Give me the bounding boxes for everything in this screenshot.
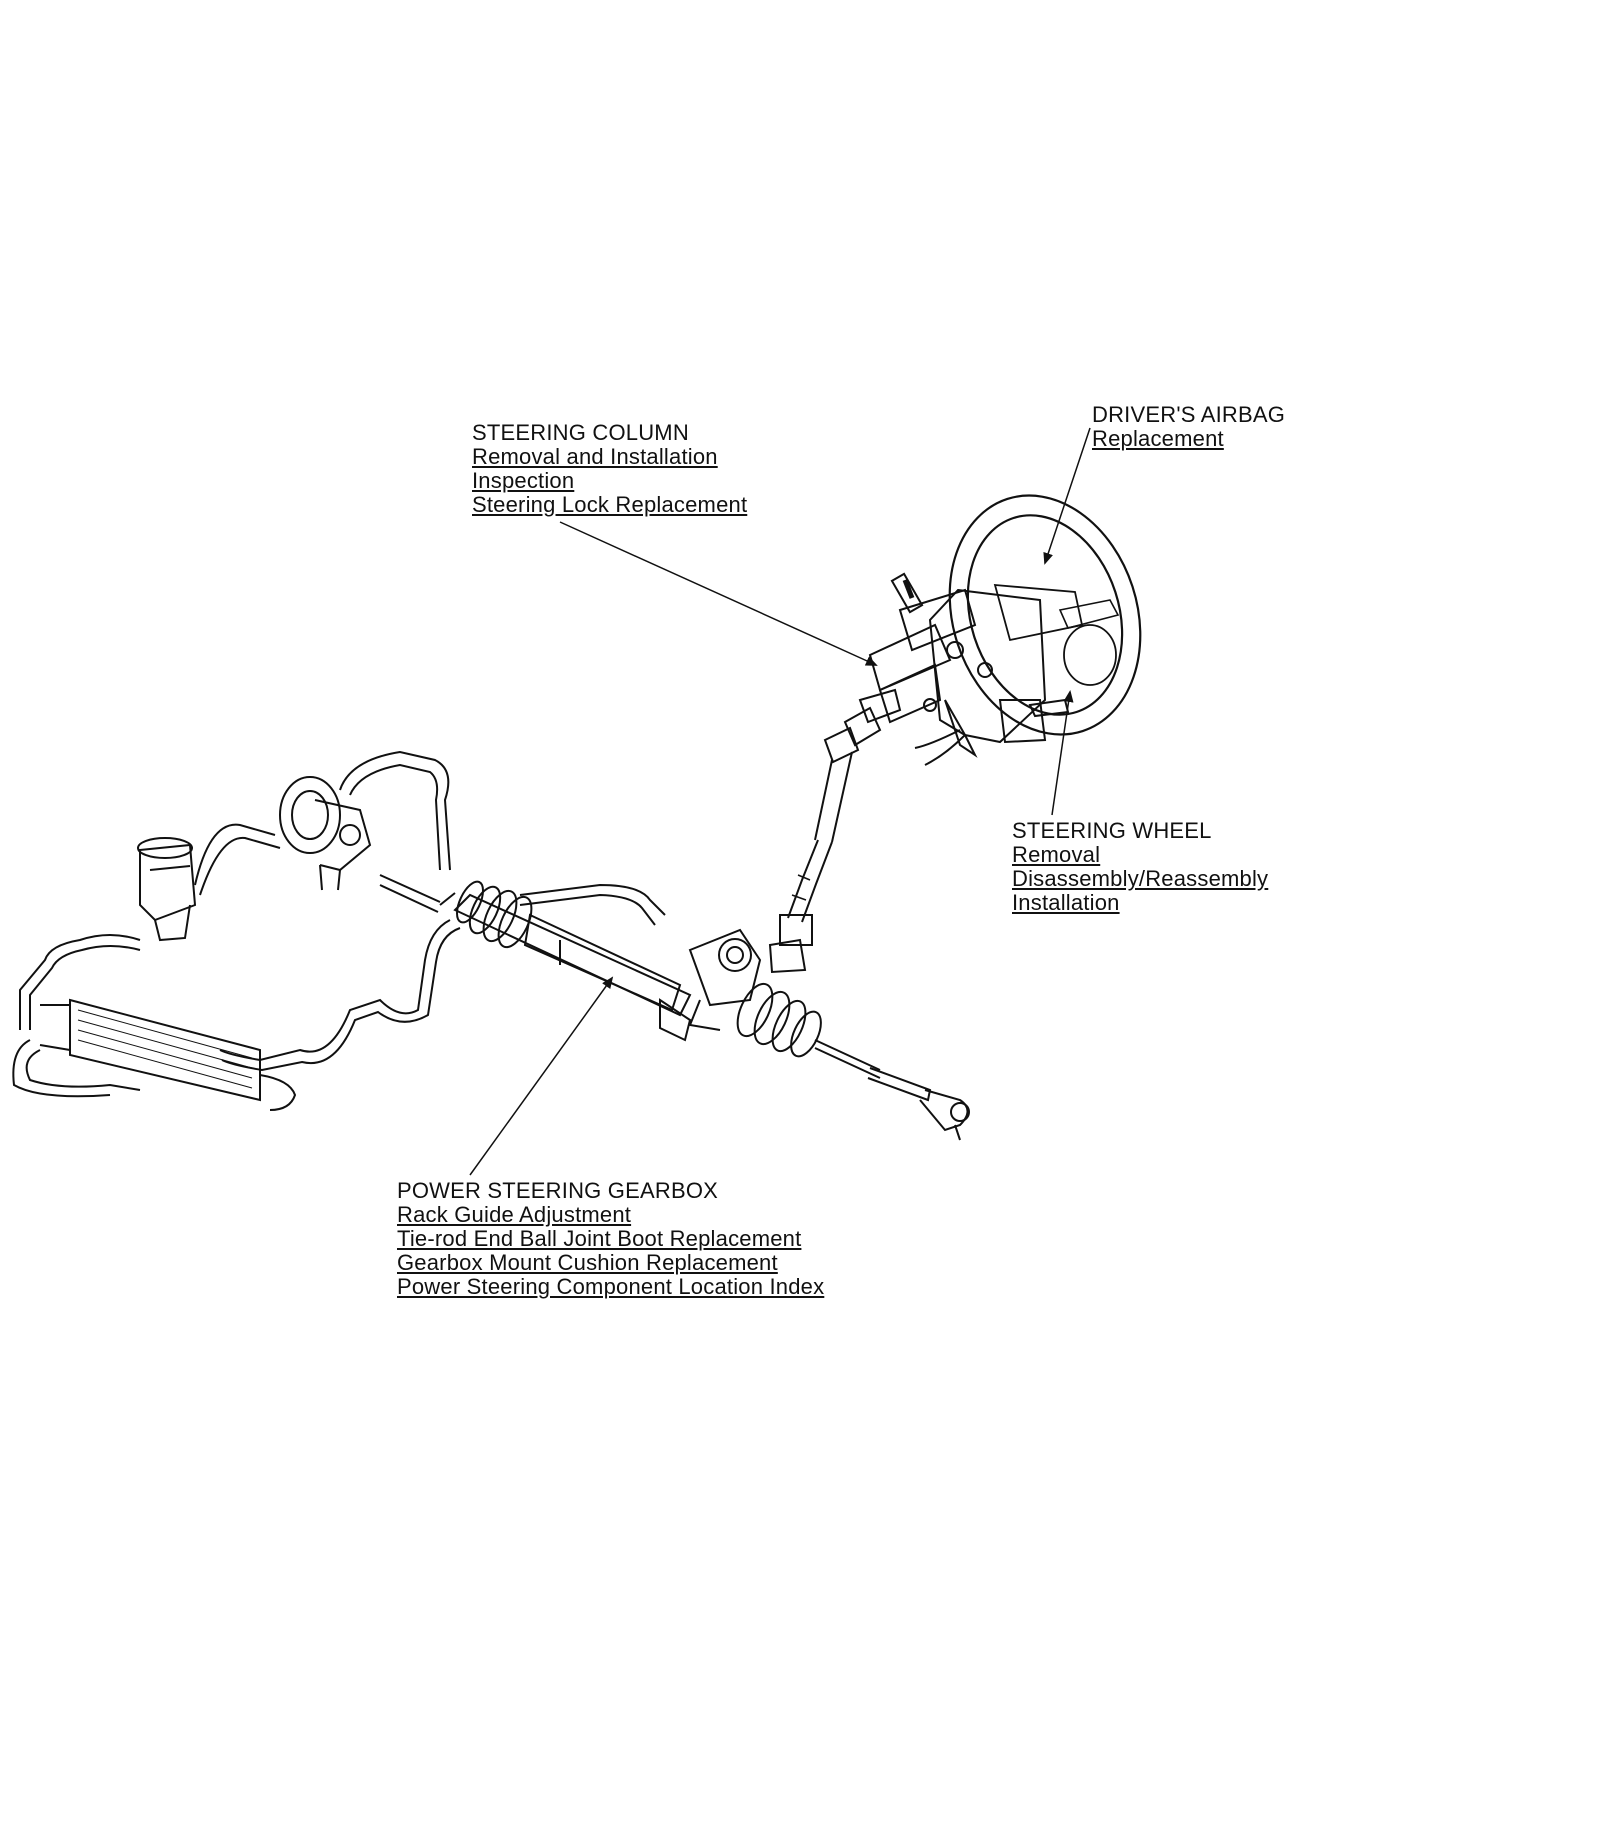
drivers-airbag-links: Replacement: [1092, 427, 1285, 451]
right-boot: [736, 982, 822, 1058]
power-steering-gearbox-links: Rack Guide Adjustment Tie-rod End Ball J…: [397, 1203, 824, 1299]
hoses-and-pump-drawing: [12, 750, 666, 1111]
link-tie-rod-end-ball-joint-boot-replacement[interactable]: Tie-rod End Ball Joint Boot Replacement: [397, 1226, 802, 1251]
steering-wheel-callout: STEERING WHEEL Removal Disassembly/Reass…: [1012, 819, 1268, 915]
link-drivers-airbag-replacement[interactable]: Replacement: [1092, 426, 1224, 451]
steering-column-drawing: [768, 572, 1070, 974]
steering-column-links: Removal and Installation Inspection Stee…: [472, 445, 747, 517]
steering-wheel-drawing: [948, 494, 1142, 736]
link-steering-wheel-installation[interactable]: Installation: [1012, 890, 1120, 915]
gearbox-drawing: [379, 874, 970, 1141]
link-steering-column-removal-installation[interactable]: Removal and Installation: [472, 444, 718, 469]
link-gearbox-mount-cushion-replacement[interactable]: Gearbox Mount Cushion Replacement: [397, 1250, 778, 1275]
steering-wheel-leader: [1051, 690, 1074, 816]
drivers-airbag-callout: DRIVER'S AIRBAG Replacement: [1092, 403, 1285, 451]
steering-wheel-title: STEERING WHEEL: [1012, 818, 1212, 843]
power-steering-gearbox-title: POWER STEERING GEARBOX: [397, 1178, 719, 1203]
steering-column-leader: [559, 521, 878, 666]
power-steering-gearbox-callout: POWER STEERING GEARBOX Rack Guide Adjust…: [397, 1179, 824, 1299]
link-steering-wheel-disassembly-reassembly[interactable]: Disassembly/Reassembly: [1012, 866, 1269, 891]
drivers-airbag-leader: [1043, 427, 1091, 565]
link-steering-column-inspection[interactable]: Inspection: [472, 468, 575, 493]
link-power-steering-component-location-index[interactable]: Power Steering Component Location Index: [397, 1274, 825, 1299]
steering-wheel-links: Removal Disassembly/Reassembly Installat…: [1012, 843, 1268, 915]
link-steering-wheel-removal[interactable]: Removal: [1012, 842, 1101, 867]
left-boot: [456, 880, 533, 949]
link-steering-lock-replacement[interactable]: Steering Lock Replacement: [472, 492, 748, 517]
steering-column-callout: STEERING COLUMN Removal and Installation…: [472, 421, 747, 517]
drivers-airbag-title: DRIVER'S AIRBAG: [1092, 402, 1286, 427]
link-rack-guide-adjustment[interactable]: Rack Guide Adjustment: [397, 1202, 632, 1227]
steering-column-title: STEERING COLUMN: [472, 420, 689, 445]
power-steering-gearbox-leader: [469, 976, 614, 1176]
